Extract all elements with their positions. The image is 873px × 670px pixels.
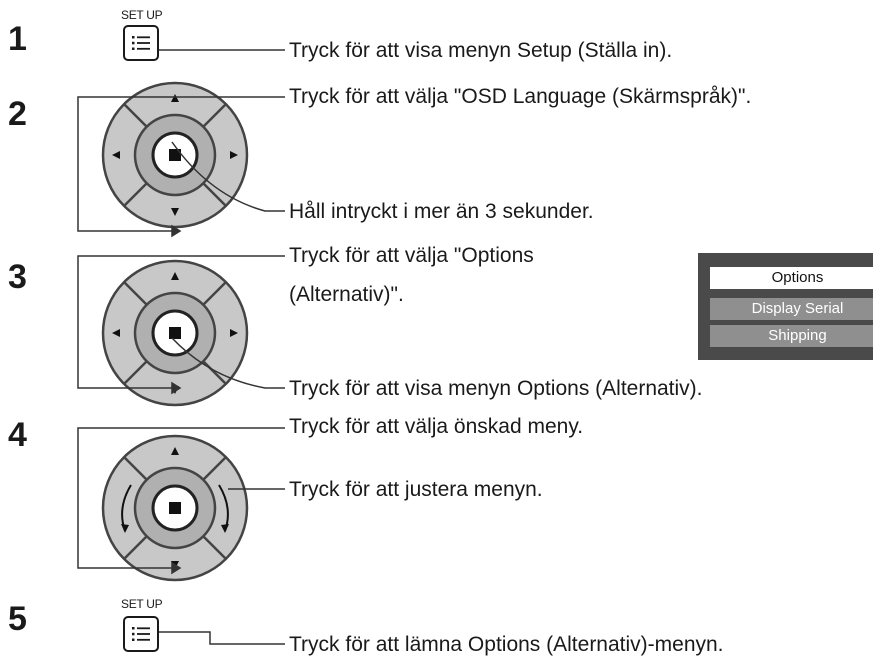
instruction-step4-adjust: Tryck för att justera menyn. xyxy=(289,478,543,501)
setup-label-step5: SET UP xyxy=(121,597,163,611)
step-number-1: 1 xyxy=(8,20,27,58)
step-number-3: 3 xyxy=(8,258,27,296)
step-number-2: 2 xyxy=(8,95,27,133)
step-number-5: 5 xyxy=(8,600,27,638)
instruction-step3-select-line2: (Alternativ)". xyxy=(289,283,404,306)
instruction-step3-select-line1: Tryck för att välja "Options xyxy=(289,244,534,267)
setup-button-step5[interactable] xyxy=(123,616,159,652)
instruction-step3-show: Tryck för att visa menyn Options (Altern… xyxy=(289,377,703,400)
menu-list-icon xyxy=(132,36,150,50)
osd-menu-item-shipping[interactable]: Shipping xyxy=(710,325,873,347)
instruction-step5: Tryck för att lämna Options (Alternativ)… xyxy=(289,633,724,656)
instruction-step2-select: Tryck för att välja "OSD Language (Skärm… xyxy=(289,85,752,108)
menu-list-icon xyxy=(132,627,150,641)
instruction-step4-select: Tryck för att välja önskad meny. xyxy=(289,415,584,438)
directional-pad-step4[interactable] xyxy=(95,433,257,583)
instruction-step2-hold: Håll intryckt i mer än 3 sekunder. xyxy=(289,200,594,223)
step-number-4: 4 xyxy=(8,416,27,454)
setup-button[interactable] xyxy=(123,25,159,61)
osd-menu-item-display-serial[interactable]: Display Serial xyxy=(710,298,873,320)
osd-menu-item-options[interactable]: Options xyxy=(710,267,873,289)
setup-label: SET UP xyxy=(121,8,163,22)
directional-pad-step2[interactable] xyxy=(95,80,257,230)
instruction-step1: Tryck för att visa menyn Setup (Ställa i… xyxy=(289,39,673,62)
osd-menu-preview: Options Display Serial Shipping xyxy=(698,253,873,360)
